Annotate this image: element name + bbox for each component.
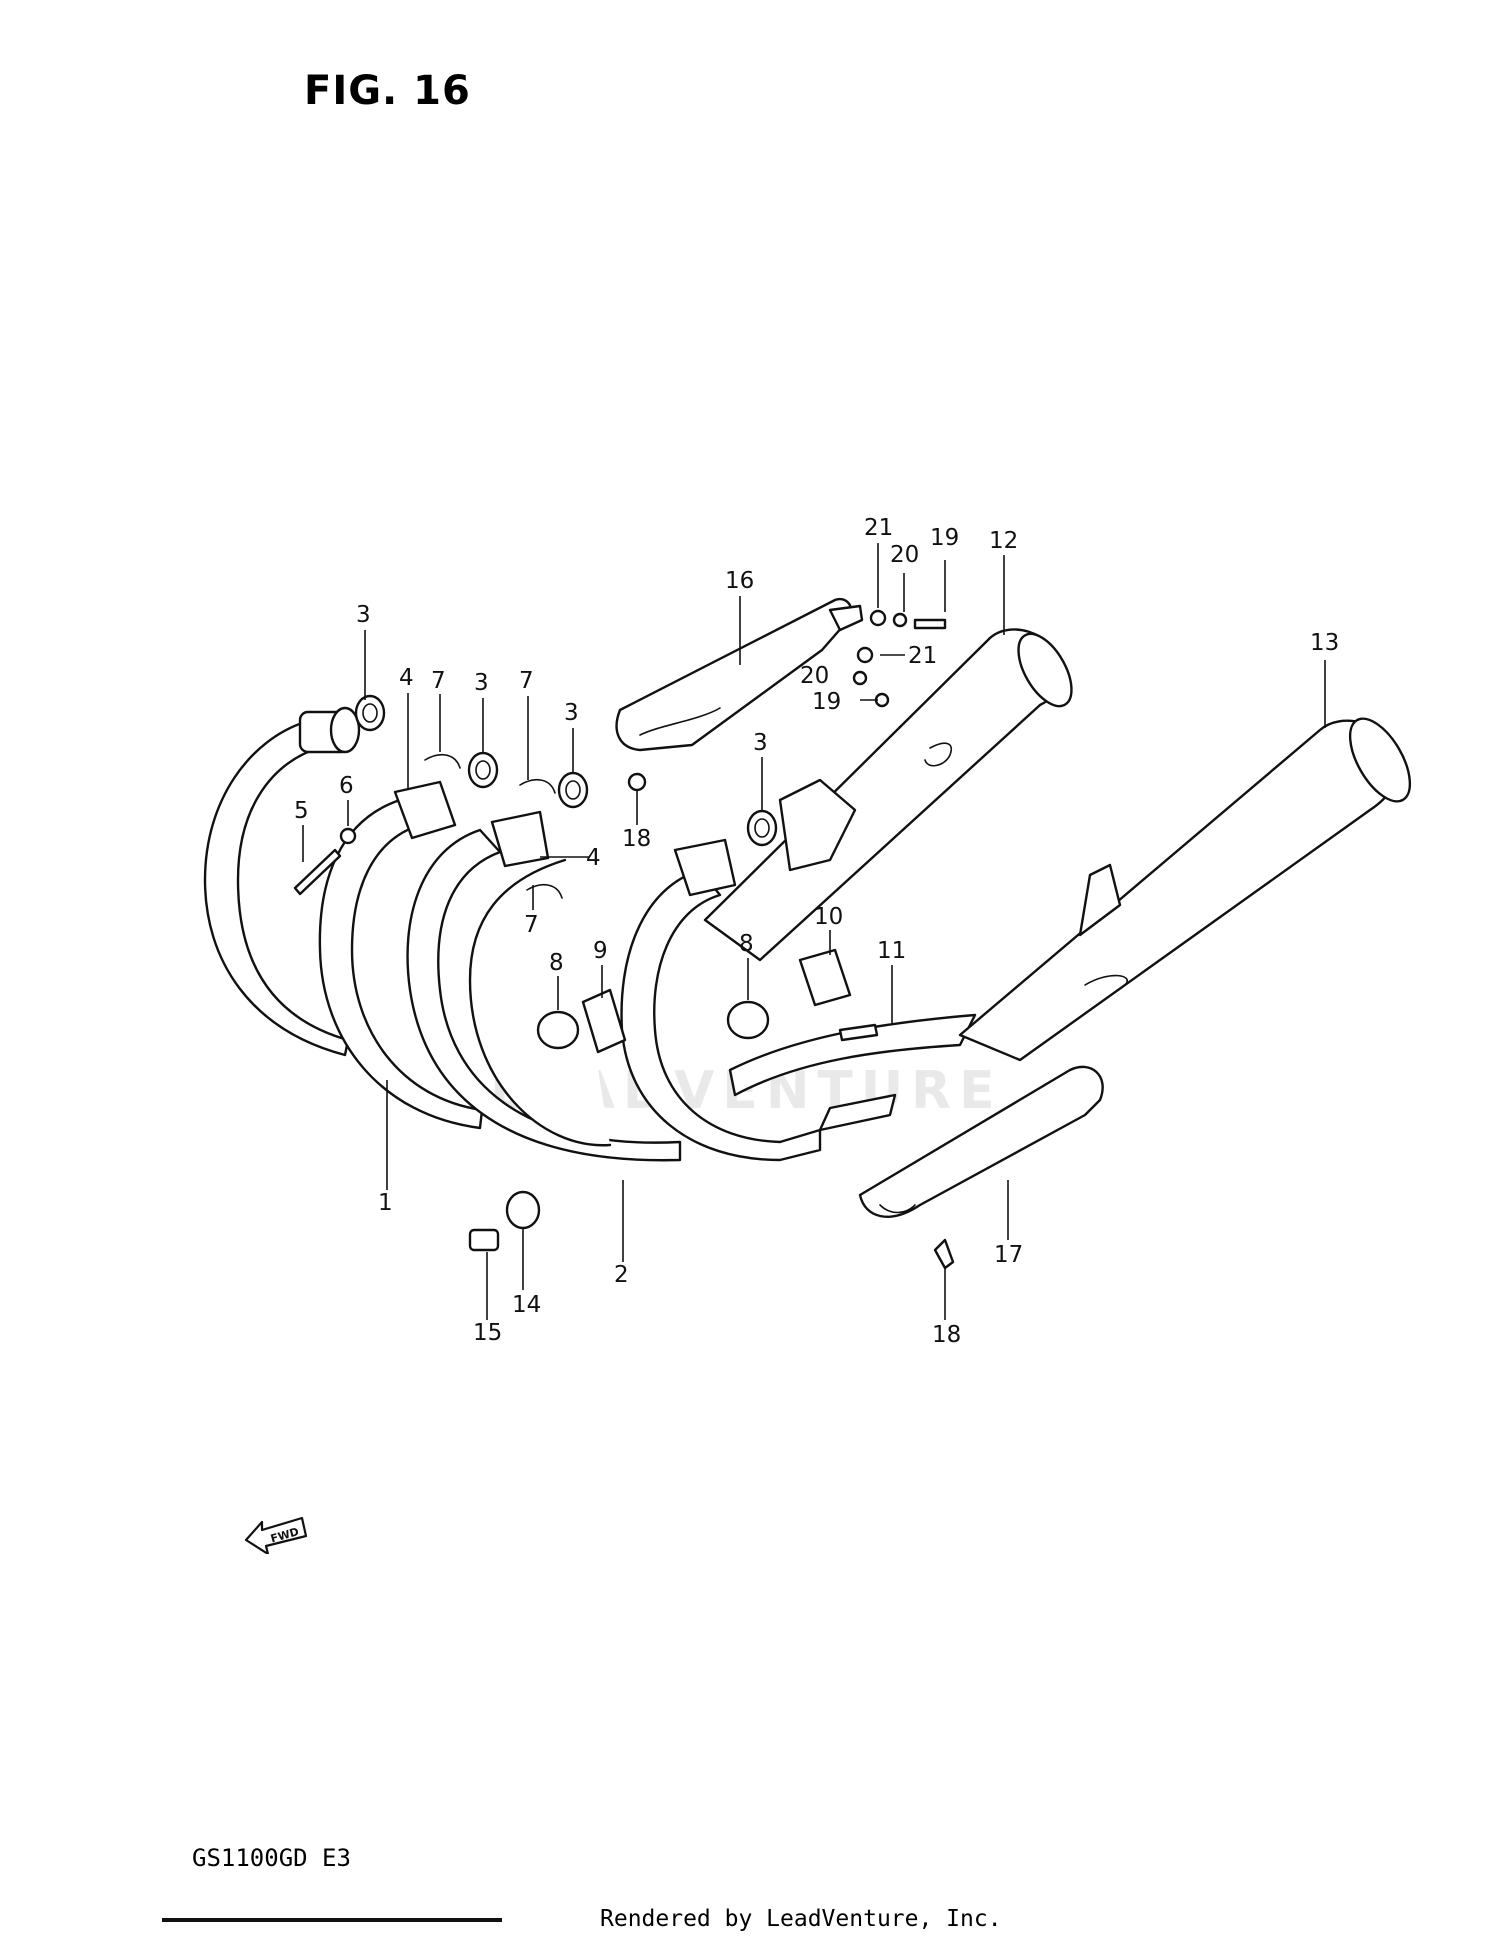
callout-21: 21	[864, 515, 893, 541]
callout-7: 7	[431, 668, 446, 694]
callout-2: 2	[614, 1262, 629, 1288]
footer-credit: Rendered by LeadVenture, Inc.	[600, 1906, 1002, 1932]
bolt-11	[838, 1023, 879, 1042]
callout-7: 7	[524, 912, 539, 938]
callout-8: 8	[739, 931, 754, 957]
fwd-arrow-icon: FWD	[244, 1516, 308, 1554]
callout-3: 3	[564, 700, 579, 726]
washers-20	[852, 612, 908, 686]
connectors-8	[536, 1000, 770, 1050]
washers-21	[856, 609, 887, 664]
callout-4: 4	[586, 845, 601, 871]
nut-6	[339, 827, 357, 845]
callout-4: 4	[399, 665, 414, 691]
exhaust-pipe-2	[318, 798, 682, 1162]
callout-1: 1	[378, 1190, 393, 1216]
callout-3: 3	[753, 730, 768, 756]
callout-labels: 1 2 3 3 3 3 4 4 5 6 7 7 7 8 8 9 10 11 12…	[294, 515, 1339, 1348]
bolts-19	[874, 618, 947, 708]
callout-20: 20	[890, 542, 919, 568]
bolt-5	[293, 848, 342, 896]
joints-7	[424, 753, 563, 899]
heat-shield-16	[615, 597, 864, 752]
clamp-10	[798, 948, 852, 1007]
callout-5: 5	[294, 798, 309, 824]
clamp-9	[581, 988, 627, 1054]
bottom-rule	[162, 1918, 502, 1922]
gaskets-3	[354, 694, 778, 847]
clamps-4	[393, 780, 737, 897]
callout-3: 3	[474, 670, 489, 696]
muffler-13	[958, 717, 1412, 1062]
exhaust-pipe-1	[203, 706, 361, 1057]
callout-18: 18	[932, 1322, 961, 1348]
callout-9: 9	[593, 938, 608, 964]
leader-lines	[302, 543, 1326, 1320]
collector-pipes	[620, 868, 977, 1162]
callout-14: 14	[512, 1292, 541, 1318]
callout-21: 21	[908, 643, 937, 669]
callout-3: 3	[356, 602, 371, 628]
callout-19: 19	[930, 525, 959, 551]
callout-16: 16	[725, 568, 754, 594]
bolt-15	[468, 1228, 500, 1252]
callout-12: 12	[989, 528, 1018, 554]
clamp-14	[505, 1190, 541, 1230]
callout-15: 15	[473, 1320, 502, 1346]
callout-11: 11	[877, 938, 906, 964]
callout-17: 17	[994, 1242, 1023, 1268]
callout-18: 18	[622, 826, 651, 852]
callout-19: 19	[812, 689, 841, 715]
heat-shield-17	[858, 1065, 1104, 1218]
muffler-12	[703, 628, 1073, 962]
callout-6: 6	[339, 773, 354, 799]
callout-10: 10	[814, 904, 843, 930]
figure-title: FIG. 16	[304, 68, 471, 114]
callout-8: 8	[549, 950, 564, 976]
model-code: GS1100GD E3	[192, 1844, 351, 1872]
callout-7: 7	[519, 668, 534, 694]
callout-20: 20	[800, 663, 829, 689]
callout-13: 13	[1310, 630, 1339, 656]
